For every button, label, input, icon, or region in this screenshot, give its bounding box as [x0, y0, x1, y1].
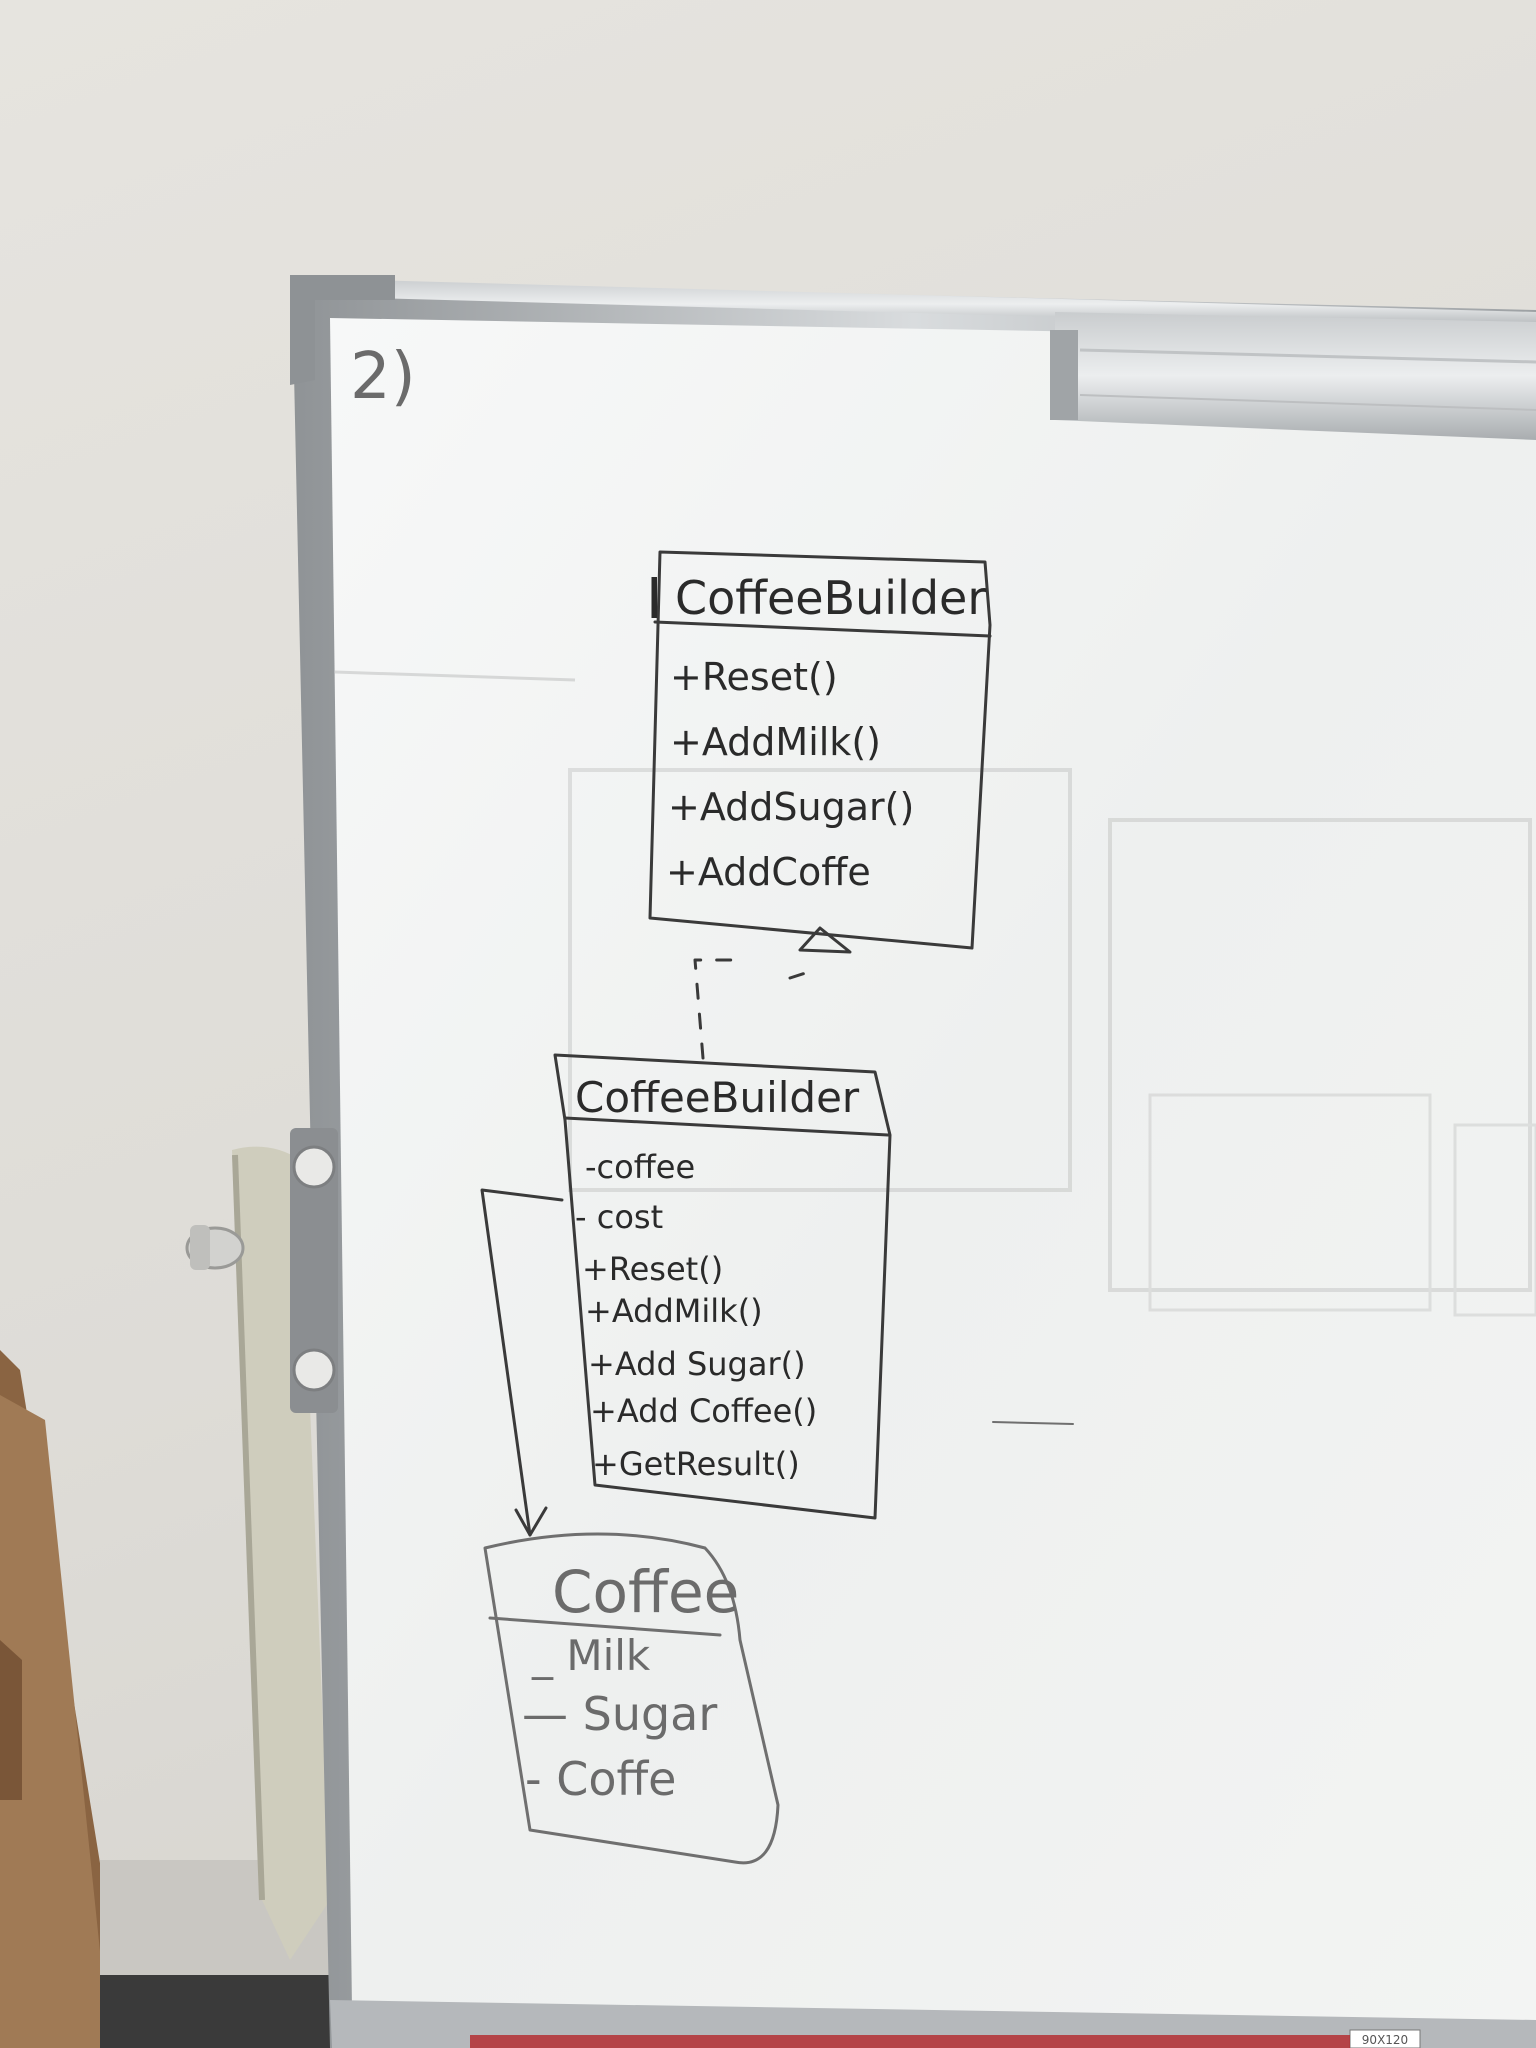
product-attribute: - Coffe — [525, 1752, 676, 1806]
builder-method: +Add Sugar() — [588, 1345, 806, 1383]
builder-method: +GetResult() — [592, 1445, 800, 1483]
builder-attribute: -coffee — [585, 1148, 695, 1186]
product-name: Coffee — [552, 1558, 739, 1626]
product-attribute: _ Milk — [531, 1631, 651, 1680]
interface-method: +AddSugar() — [668, 785, 914, 829]
builder-method: +Reset() — [582, 1250, 723, 1288]
corner-cap — [290, 275, 395, 385]
cardboard-box — [0, 1350, 130, 2048]
product-attribute: — Sugar — [522, 1687, 717, 1741]
interface-marker: I — [646, 567, 663, 632]
builder-name: CoffeeBuilder — [575, 1073, 860, 1122]
builder-method: +Add Coffee() — [590, 1392, 817, 1430]
interface-class-box: I CoffeeBuilder +Reset() +AddMilk() +Add… — [646, 550, 992, 950]
interface-method: +AddCoffe — [666, 850, 871, 894]
board-number-label: 2) — [350, 340, 416, 414]
builder-method: +AddMilk() — [585, 1292, 763, 1330]
builder-attribute: - cost — [575, 1198, 663, 1236]
clamp-screw — [292, 1145, 336, 1189]
interface-method: +Reset() — [670, 655, 838, 699]
builder-class-box: CoffeeBuilder -coffee - cost +Reset() +A… — [553, 1053, 892, 1520]
realization-arrow — [693, 926, 852, 1060]
eraser-ghosts — [334, 670, 1536, 1317]
interface-name: CoffeeBuilder — [675, 571, 986, 625]
size-label: 90X120 — [1362, 2033, 1408, 2047]
marker-tray — [1055, 312, 1536, 440]
board-surface — [330, 318, 1536, 2030]
floor-shadow — [100, 1975, 340, 2048]
interface-method: +AddMilk() — [670, 720, 881, 764]
whiteboard: 90X120 — [290, 275, 1536, 2048]
association-arrow — [480, 1188, 564, 1537]
product-class-box: Coffee _ Milk — Sugar - Coffe — [483, 1532, 780, 1865]
stray-mark — [992, 1421, 1074, 1425]
clamp-screw — [292, 1348, 336, 1392]
frame-clamp — [290, 1128, 338, 1413]
